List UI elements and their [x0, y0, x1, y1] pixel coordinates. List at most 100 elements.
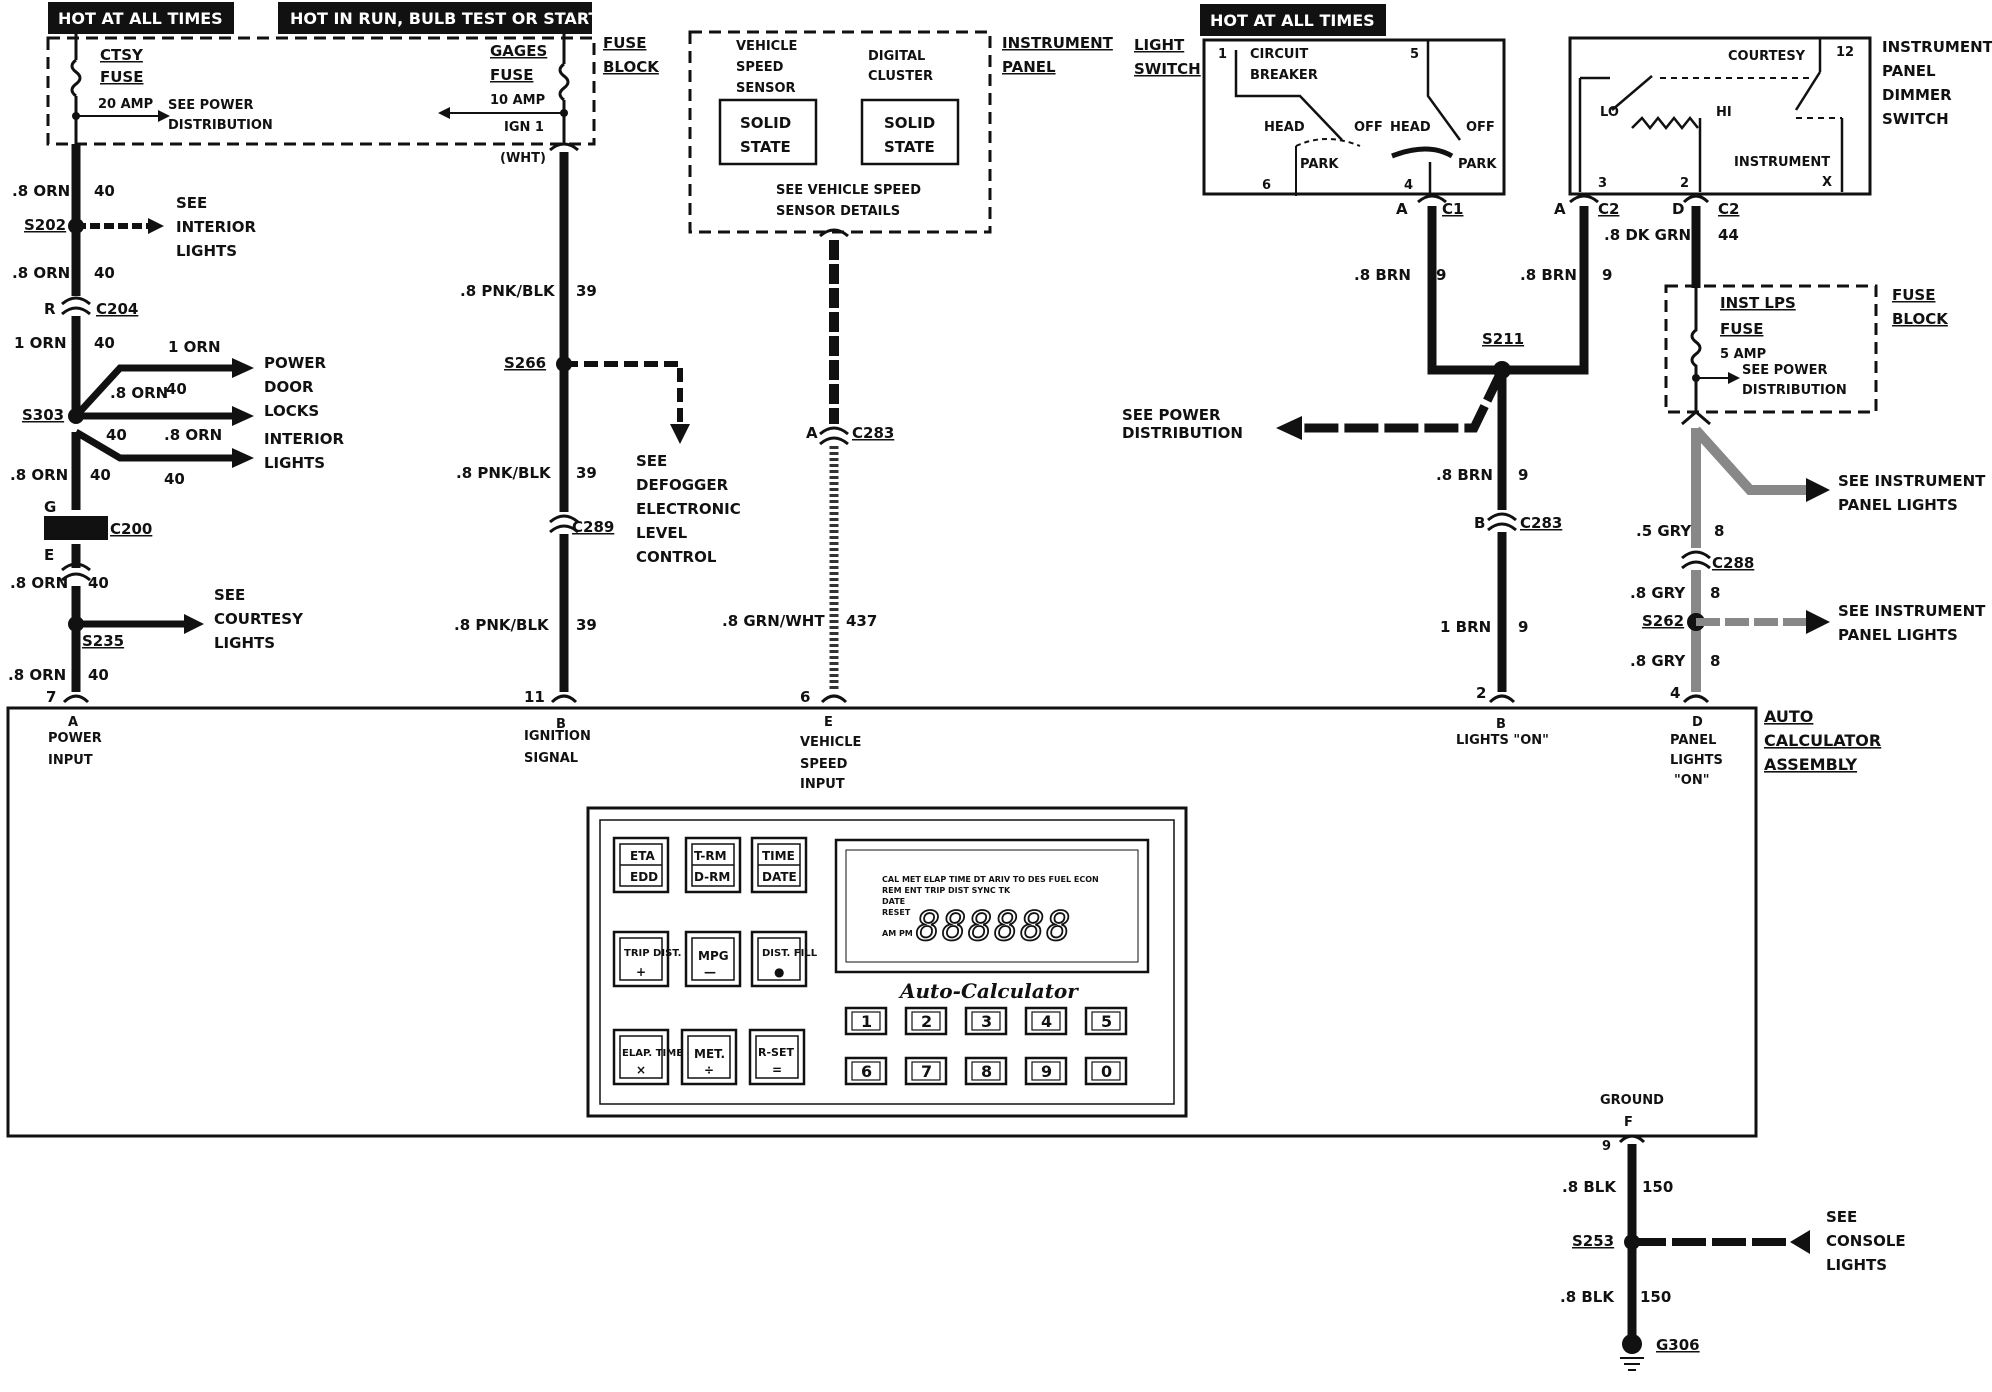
ca-s202: S202 — [24, 216, 66, 234]
cb-see-4: LEVEL — [636, 524, 688, 542]
display-side-3: AM PM — [882, 929, 913, 938]
calc-key-rset-bottom: = — [772, 1063, 782, 1077]
ca-n5: 40 — [88, 574, 109, 592]
ls-head-right: HEAD — [1390, 120, 1431, 135]
vss-label-3: SENSOR — [736, 81, 796, 96]
display-row-2: REM ENT TRIP DIST SYNC TK — [882, 886, 1011, 895]
calc-num-key-1[interactable]: 1 — [844, 1006, 888, 1036]
calc-key-elap-time[interactable]: ELAP. TIME × — [612, 1028, 683, 1086]
fuse-block-top-title-2: BLOCK — [603, 58, 660, 76]
ls-pin-6: 6 — [1262, 178, 1271, 193]
dc-label-1: DIGITAL — [868, 49, 925, 64]
calc-num-key-9-label: 9 — [1041, 1062, 1052, 1081]
gages-fuse-label-1: GAGES — [490, 42, 547, 60]
ls-park-right: PARK — [1458, 157, 1497, 172]
calc-key-eta[interactable]: ETA EDD — [612, 836, 670, 894]
ign-label: IGN 1 — [504, 120, 544, 135]
cp-n3: 8 — [1710, 584, 1720, 602]
cp-w3: .8 GRY — [1630, 584, 1686, 602]
calc-key-trm-bottom: D-RM — [694, 870, 730, 884]
gnd-n2: 150 — [1640, 1288, 1671, 1306]
ca-il-2: LIGHTS — [264, 454, 325, 472]
ca-n4b: 40 — [164, 470, 185, 488]
ca-c204: C204 — [96, 300, 138, 318]
see-vss-2: SENSOR DETAILS — [776, 204, 900, 219]
dimmer-title-3: DIMMER — [1882, 86, 1952, 104]
gnd-g306: G306 — [1656, 1336, 1700, 1354]
ctsy-fuse-label-1: CTSY — [100, 46, 144, 64]
calc-key-dist-fill[interactable]: DIST. FILL ● — [750, 930, 818, 988]
pin-d-label-1: PANEL — [1670, 733, 1716, 748]
cp-see-ipl-1: SEE INSTRUMENT — [1838, 472, 1986, 490]
dimmer-x: X — [1822, 175, 1832, 190]
banner-hot-all-times-right-text: HOT AT ALL TIMES — [1210, 11, 1375, 30]
dimmer-pin-3: 3 — [1598, 176, 1607, 191]
ce-pin: 6 — [800, 688, 810, 706]
ls-conn-letter: A — [1396, 200, 1408, 218]
dimmer-instrument: INSTRUMENT — [1734, 155, 1830, 170]
cb-see-3: ELECTRONIC — [636, 500, 741, 518]
ca-w3b: 1 ORN — [168, 338, 221, 356]
ca-n3: 40 — [94, 334, 115, 352]
dimmer-pin-12: 12 — [1836, 45, 1854, 60]
inst-lps-see-2: DISTRIBUTION — [1742, 383, 1847, 398]
fuse-block-top — [46, 36, 596, 146]
calc-num-key-3[interactable]: 3 — [964, 1006, 1008, 1036]
ca-r: R — [44, 300, 56, 318]
banner-hot-in-run — [278, 2, 592, 34]
cl-s211: S211 — [1482, 330, 1524, 348]
ca-pdl-1: POWER — [264, 354, 327, 372]
calc-num-key-5[interactable]: 5 — [1084, 1006, 1128, 1036]
calc-num-key-2[interactable]: 2 — [904, 1006, 948, 1036]
gnd-w1: .8 BLK — [1562, 1178, 1617, 1196]
ca-s235: S235 — [82, 632, 124, 650]
cl-see-pd-2: DISTRIBUTION — [1122, 424, 1243, 442]
ctsy-fuse-symbol — [70, 58, 82, 98]
cp-c288: C288 — [1712, 554, 1754, 572]
ca-w-int: .8 ORN — [164, 426, 222, 444]
circuit-lights-on — [1276, 194, 1599, 704]
ls-pin-5: 5 — [1410, 47, 1419, 62]
fuse-block-top-title-1: FUSE — [603, 34, 646, 52]
pin-a-letter: A — [68, 715, 78, 730]
ca-see-int-1: SEE — [176, 194, 207, 212]
dimmer-title-1: INSTRUMENT — [1882, 38, 1992, 56]
calc-key-trm[interactable]: T-RM D-RM — [684, 836, 742, 894]
calc-key-rset[interactable]: R-SET = — [748, 1028, 806, 1086]
calc-key-mpg[interactable]: MPG — — [684, 930, 742, 988]
calc-num-key-4[interactable]: 4 — [1024, 1006, 1068, 1036]
ca-n6: 40 — [88, 666, 109, 684]
ca-n-pdl: 40 — [166, 380, 187, 398]
calc-num-key-7[interactable]: 7 — [904, 1056, 948, 1086]
calc-num-key-9[interactable]: 9 — [1024, 1056, 1068, 1086]
cl-w1: .8 BRN — [1354, 266, 1411, 284]
light-switch-title-1: LIGHT — [1134, 36, 1185, 54]
dimmer-hi: HI — [1716, 105, 1732, 120]
ca-g: G — [44, 498, 56, 516]
calculator-brand: Auto-Calculator — [898, 979, 1079, 1003]
circuit-vehicle-speed — [819, 228, 849, 704]
calc-num-key-0[interactable]: 0 — [1084, 1056, 1128, 1086]
calc-num-key-8[interactable]: 8 — [964, 1056, 1008, 1086]
vss-label-2: SPEED — [736, 60, 784, 75]
cb-w3: .8 PNK/BLK — [454, 616, 550, 634]
gnd-see-2: CONSOLE — [1826, 1232, 1906, 1250]
calc-key-mpg-top: MPG — [698, 949, 729, 963]
calc-key-elap-top: ELAP. TIME — [622, 1048, 683, 1059]
calc-num-key-6[interactable]: 6 — [844, 1056, 888, 1086]
gnd-see-3: LIGHTS — [1826, 1256, 1887, 1274]
calc-key-trip-top: TRIP DIST. — [624, 948, 681, 959]
ls-pin-1: 1 — [1218, 47, 1227, 62]
ls-cb-2: BREAKER — [1250, 68, 1318, 83]
cb-n3: 39 — [576, 616, 597, 634]
ls-park-left: PARK — [1300, 157, 1339, 172]
light-switch-title-2: SWITCH — [1134, 60, 1201, 78]
calc-key-time[interactable]: TIME DATE — [750, 836, 808, 894]
ce-n: 437 — [846, 612, 877, 630]
calc-key-met[interactable]: MET. ÷ — [680, 1028, 738, 1086]
fuse-block-right-title-2: BLOCK — [1892, 310, 1949, 328]
ls-cb-1: CIRCUIT — [1250, 47, 1308, 62]
calc-key-trip-dist[interactable]: TRIP DIST. + — [612, 930, 681, 988]
ce-w: .8 GRN/WHT — [722, 612, 825, 630]
dimmer-title-4: SWITCH — [1882, 110, 1949, 128]
